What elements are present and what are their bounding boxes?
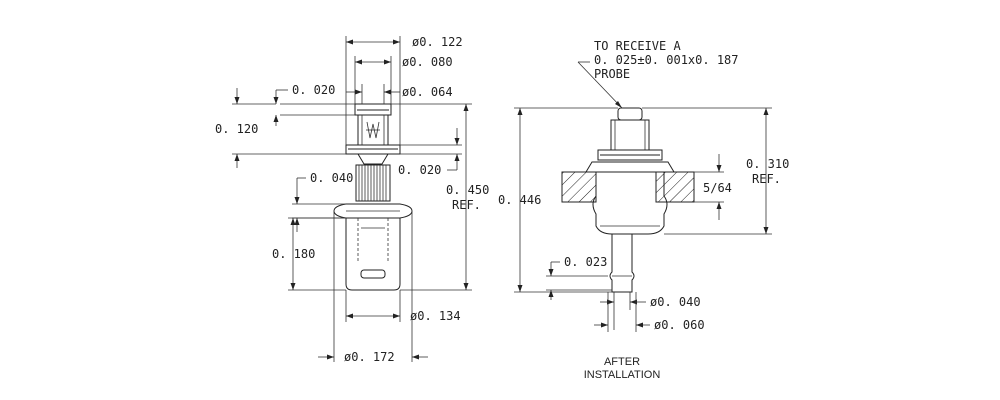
label-0310-ref: REF. <box>752 172 781 186</box>
label-d0064: ø0. 064 <box>402 85 453 99</box>
label-0020-top: 0. 020 <box>292 83 335 97</box>
dim-0020-top: 0. 020 <box>273 83 355 126</box>
dim-0040: 0. 040 <box>292 171 353 232</box>
dim-d0172: ø0. 172 <box>318 211 428 364</box>
dim-0446: 0. 446 <box>498 107 618 293</box>
label-0310: 0. 310 <box>746 157 789 171</box>
left-view: ø0. 122 ø0. 080 ø0. 064 <box>215 35 489 364</box>
view-caption: AFTER INSTALLATION <box>584 356 661 381</box>
label-d0080: ø0. 080 <box>402 55 453 69</box>
dim-d0122: ø0. 122 <box>345 35 463 145</box>
left-part-outline <box>333 103 413 291</box>
label-d0134: ø0. 134 <box>410 309 461 323</box>
dim-0310: 0. 310 REF. <box>642 107 789 235</box>
dim-0120: 0. 120 <box>215 88 346 168</box>
label-0450: 0. 450 <box>446 183 489 197</box>
dim-d0064: ø0. 064 <box>346 84 453 104</box>
label-0023: 0. 023 <box>564 255 607 269</box>
dim-0020-mid: 0. 020 <box>398 128 462 177</box>
right-view: TO RECEIVE A 0. 025±0. 001x0. 187 PROBE <box>498 39 789 381</box>
label-0040: 0. 040 <box>310 171 353 185</box>
label-0120: 0. 120 <box>215 122 258 136</box>
label-0446: 0. 446 <box>498 193 541 207</box>
dim-d0040: ø0. 040 <box>600 292 701 330</box>
caption-line2: INSTALLATION <box>584 369 661 381</box>
label-d0040: ø0. 040 <box>650 295 701 309</box>
dim-d0080: ø0. 080 <box>354 55 453 104</box>
note-line3: PROBE <box>594 67 630 81</box>
installed-part <box>585 107 675 293</box>
dim-0180: 0. 180 <box>272 217 346 291</box>
dim-5-64: 5/64 <box>694 154 732 220</box>
label-d0172: ø0. 172 <box>344 350 395 364</box>
label-0020-mid: 0. 020 <box>398 163 441 177</box>
label-d0060: ø0. 060 <box>654 318 705 332</box>
dim-0450: 0. 450 REF. <box>391 103 489 291</box>
label-0180: 0. 180 <box>272 247 315 261</box>
caption-line1: AFTER <box>604 356 640 368</box>
probe-note: TO RECEIVE A 0. 025±0. 001x0. 187 PROBE <box>577 39 739 109</box>
label-5-64: 5/64 <box>703 181 732 195</box>
label-0450-ref: REF. <box>452 198 481 212</box>
dim-0023: 0. 023 <box>546 255 612 300</box>
dim-d0134: ø0. 134 <box>345 290 461 323</box>
panel-section <box>561 171 695 203</box>
label-d0122: ø0. 122 <box>412 35 463 49</box>
note-line2: 0. 025±0. 001x0. 187 <box>594 53 739 67</box>
note-line1: TO RECEIVE A <box>594 39 681 53</box>
dim-d0060: ø0. 060 <box>594 292 705 332</box>
